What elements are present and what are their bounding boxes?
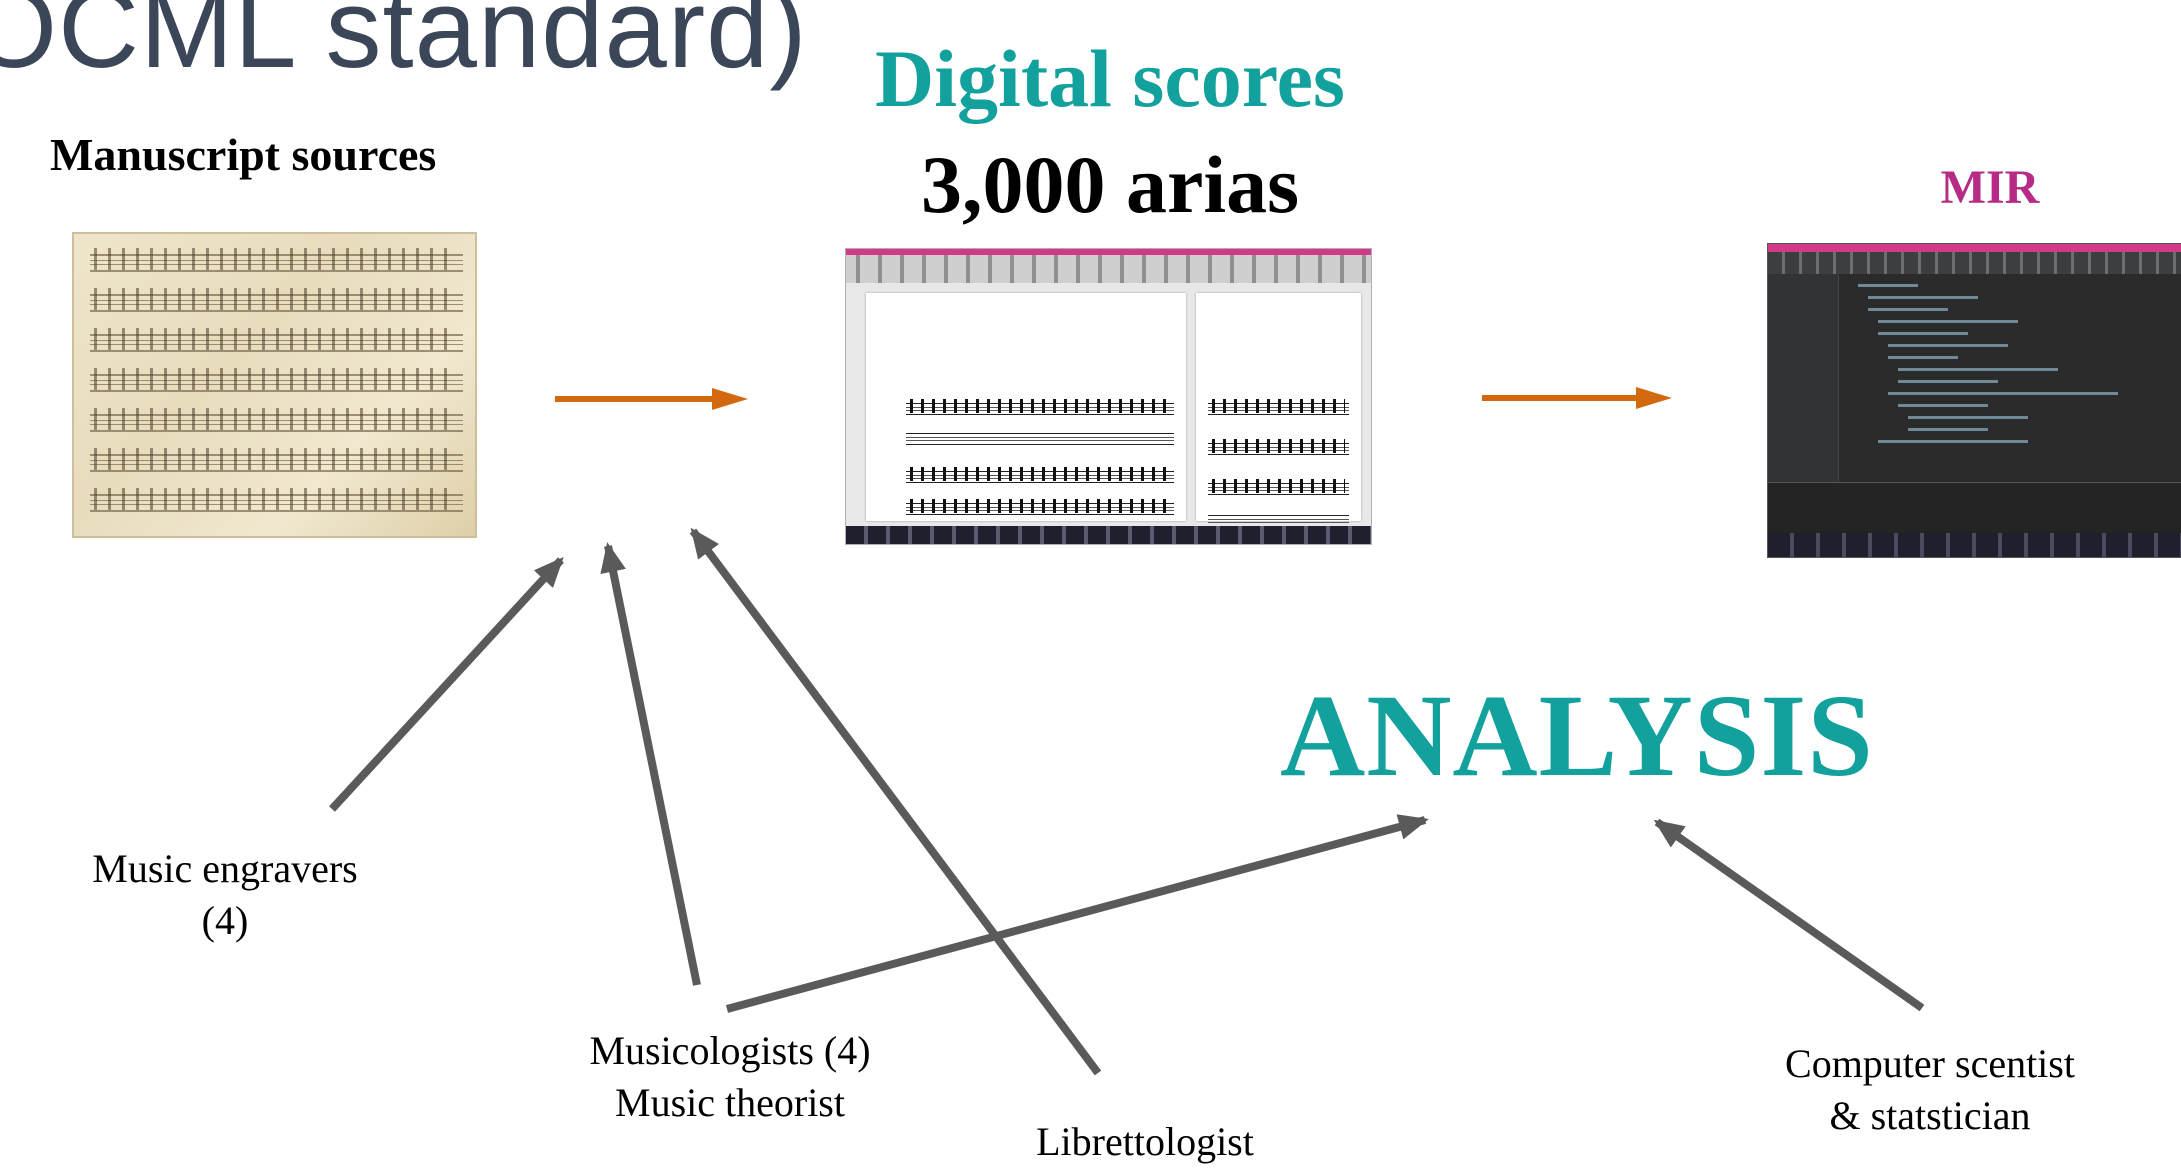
arias-count: 3,000 arias (920, 139, 1300, 230)
score-page-right (1196, 293, 1361, 527)
score-editor-titlebar (846, 249, 1371, 255)
code-editor-toolbar (1768, 252, 2181, 274)
score-editor-toolbar (846, 255, 1371, 283)
contributor-musicologists: Musicologists (4) Music theorist (560, 1025, 900, 1129)
arrow-musicologists-to-pipeline (600, 542, 701, 986)
slide-title-fragment: OCML standard) (0, 0, 808, 91)
score-editor-screenshot (845, 248, 1372, 545)
code-editor-taskbar (1768, 533, 2181, 557)
arrow-engravers-to-pipeline (329, 557, 564, 812)
mir-heading: MIR (1940, 161, 2040, 214)
flow-arrow-digital-to-mir (1482, 387, 1672, 409)
musicologists-line1: Musicologists (4) (589, 1028, 871, 1073)
arrow-computer-to-analysis (1653, 818, 1925, 1012)
code-editor-titlebar (1768, 244, 2181, 252)
engravers-line2: (4) (201, 898, 249, 943)
manuscript-sources-heading: Manuscript sources (50, 129, 437, 180)
arrow-librettologist-to-pipeline (689, 527, 1102, 1076)
score-editor-taskbar (846, 526, 1371, 544)
manuscript-image (72, 232, 477, 538)
computer-line2: & statstician (1829, 1093, 2031, 1138)
contributor-computer-scientist: Computer scentist & statstician (1745, 1038, 2115, 1142)
flow-arrow-sources-to-digital (555, 388, 748, 410)
computer-line1: Computer scentist (1785, 1041, 2075, 1086)
digital-scores-heading: Digital scores (875, 33, 1345, 124)
code-editor-screenshot (1767, 243, 2181, 558)
musicologists-line2: Music theorist (615, 1080, 845, 1125)
analysis-label: ANALYSIS (1280, 670, 1874, 801)
contributor-engravers: Music engravers (4) (60, 843, 390, 947)
arrow-musicologists-to-analysis (725, 814, 1429, 1013)
engravers-line1: Music engravers (92, 846, 358, 891)
code-editor-console (1768, 482, 2181, 533)
